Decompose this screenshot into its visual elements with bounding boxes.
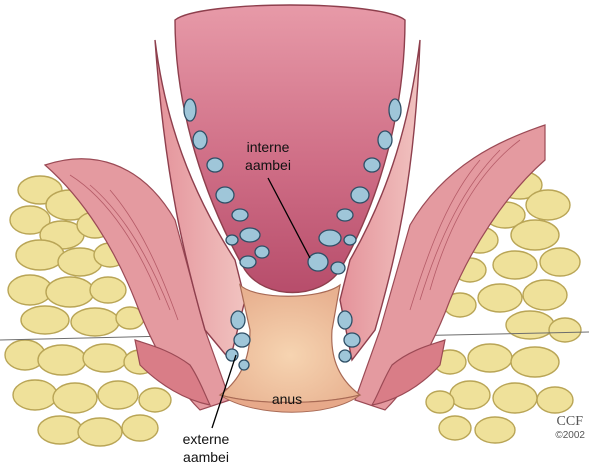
anus-label: anus bbox=[262, 390, 312, 408]
copyright-credit: CCF ©2002 bbox=[515, 414, 585, 470]
internal-hemorrhoid-label: interne aambei bbox=[228, 138, 308, 174]
external-hemorrhoid-label: externe aambei bbox=[166, 430, 246, 466]
external-label-line1: externe bbox=[166, 430, 246, 448]
credit-year: ©2002 bbox=[555, 430, 585, 441]
internal-label-line1: interne bbox=[228, 138, 308, 156]
internal-label-line2: aambei bbox=[228, 156, 308, 174]
credit-org: CCF bbox=[557, 414, 583, 430]
external-label-line2: aambei bbox=[166, 448, 246, 466]
